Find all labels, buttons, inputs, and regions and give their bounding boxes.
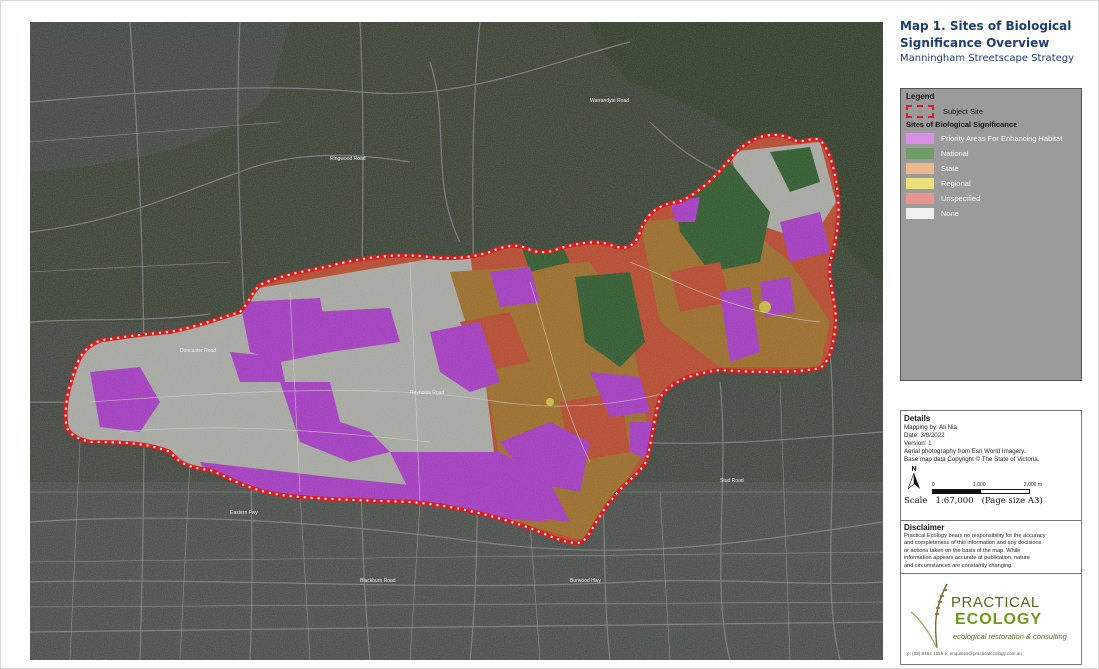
road-label: Reynolds Road xyxy=(410,390,444,396)
legend-row-subject-site: Subject Site xyxy=(906,104,1081,118)
map-info-panel: Map 1. Sites of Biological Significance … xyxy=(893,16,1093,665)
disclaimer-line: information appears accurate at publicat… xyxy=(904,555,1030,562)
mapping-by: Mapping by: Ali Nia xyxy=(904,424,957,431)
legend-label: National xyxy=(941,148,969,158)
map-title-line2: Significance Overview xyxy=(900,36,1050,50)
logo-text-practical: PRACTICAL xyxy=(951,594,1040,611)
national-swatch xyxy=(906,147,934,159)
legend-label: None xyxy=(941,208,959,218)
scale-ratio-row: Scale 1:67,000 (Page size A3) xyxy=(904,496,1081,506)
logo-contact: p: (03) 9484 1555 e: enquiries@practical… xyxy=(907,651,1022,656)
legend-row-none: None xyxy=(906,207,1081,219)
north-arrow-icon xyxy=(907,472,920,490)
priority-swatch xyxy=(906,132,934,144)
subject-site-dots xyxy=(64,133,840,544)
disclaimer-line: or actions taken on the basis of the map… xyxy=(904,547,1021,554)
aerial-map[interactable]: Ringwood Road Doncaster Road Reynolds Ro… xyxy=(30,22,883,660)
none-swatch xyxy=(906,207,934,219)
north-arrow: N xyxy=(904,466,924,494)
disclaimer-line: and circumstances are constantly changin… xyxy=(904,562,1013,569)
road-label: Blackburn Road xyxy=(360,578,396,584)
map-version: Version: 1 xyxy=(904,440,932,447)
scale-tick: 0 xyxy=(932,482,935,488)
map-canvas[interactable]: Ringwood Road Doncaster Road Reynolds Ro… xyxy=(30,22,883,660)
scale-tick: 1,000 xyxy=(973,482,986,488)
disclaimer-line: Practical Ecology bears no responsibilit… xyxy=(904,533,1046,539)
grass-seed-icon xyxy=(910,583,948,649)
road-label: Stud Road xyxy=(720,478,744,484)
road-label: Ringwood Road xyxy=(330,156,366,162)
legend-row-unspecified: Unspecified xyxy=(906,192,1081,204)
legend-label: State xyxy=(941,163,959,173)
legend-label: Subject Site xyxy=(943,106,984,116)
legend-box: Legend Subject Site Sites of Biological … xyxy=(900,88,1082,381)
legend-row-regional: Regional xyxy=(906,177,1081,189)
disclaimer-box: Disclaimer Practical Ecology bears no re… xyxy=(900,520,1082,575)
state-swatch xyxy=(906,162,934,174)
legend-row-national: National xyxy=(906,147,1081,159)
logo-tagline: ecological restoration & consulting xyxy=(953,632,1067,641)
road-label: Doncaster Road xyxy=(180,348,216,354)
road-labels: Ringwood Road Doncaster Road Reynolds Ro… xyxy=(180,98,744,584)
road-label: Warrandyte Road xyxy=(590,98,629,104)
logo-text-ecology: ECOLOGY xyxy=(955,611,1043,628)
disclaimer-line: and completeness of this information and… xyxy=(904,540,1042,547)
map-subtitle: Manningham Streetscape Strategy xyxy=(900,53,1075,64)
map-title-line1: Map 1. Sites of Biological xyxy=(900,19,1072,33)
scale-bar: 0 1,000 2,000 m xyxy=(932,482,1042,494)
unspecified-swatch xyxy=(906,192,934,204)
practical-ecology-logo: PRACTICAL ECOLOGY ecological restoration… xyxy=(900,573,1082,665)
subject-site-swatch xyxy=(906,104,934,118)
aerial-credit: Aerial photography from Esri World Image… xyxy=(904,448,1026,455)
road-label: Eastern Fwy xyxy=(230,510,258,516)
legend-label: Unspecified xyxy=(941,193,981,203)
disclaimer-heading: Disclaimer xyxy=(904,523,945,532)
regional-swatch xyxy=(906,177,934,189)
north-and-scalebar: N 0 1,000 2,000 m xyxy=(904,466,1081,494)
scale-tick: 2,000 m xyxy=(1023,482,1042,488)
road-label: Burwood Hwy xyxy=(570,578,601,584)
legend-label: Regional xyxy=(941,178,971,188)
legend-row-priority: Priority Areas For Enhancing Habitat xyxy=(906,132,1081,144)
legend-heading: Legend xyxy=(906,92,935,101)
map-date: Date: 3/8/2022 xyxy=(904,432,945,439)
details-box: Details Mapping by: Ali Nia Date: 3/8/20… xyxy=(900,410,1082,522)
legend-label: Priority Areas For Enhancing Habitat xyxy=(941,133,1063,143)
north-label: N xyxy=(911,466,917,473)
scale-label: Scale xyxy=(904,496,928,506)
page-size: (Page size A3) xyxy=(981,496,1043,506)
details-heading: Details xyxy=(904,414,931,423)
legend-row-state: State xyxy=(906,162,1081,174)
base-map-credit: Base map data Copyright © The State of V… xyxy=(904,456,1040,463)
sites-heading: Sites of Biological Significance xyxy=(906,120,1018,129)
scale-ratio: 1:67,000 xyxy=(935,496,974,506)
